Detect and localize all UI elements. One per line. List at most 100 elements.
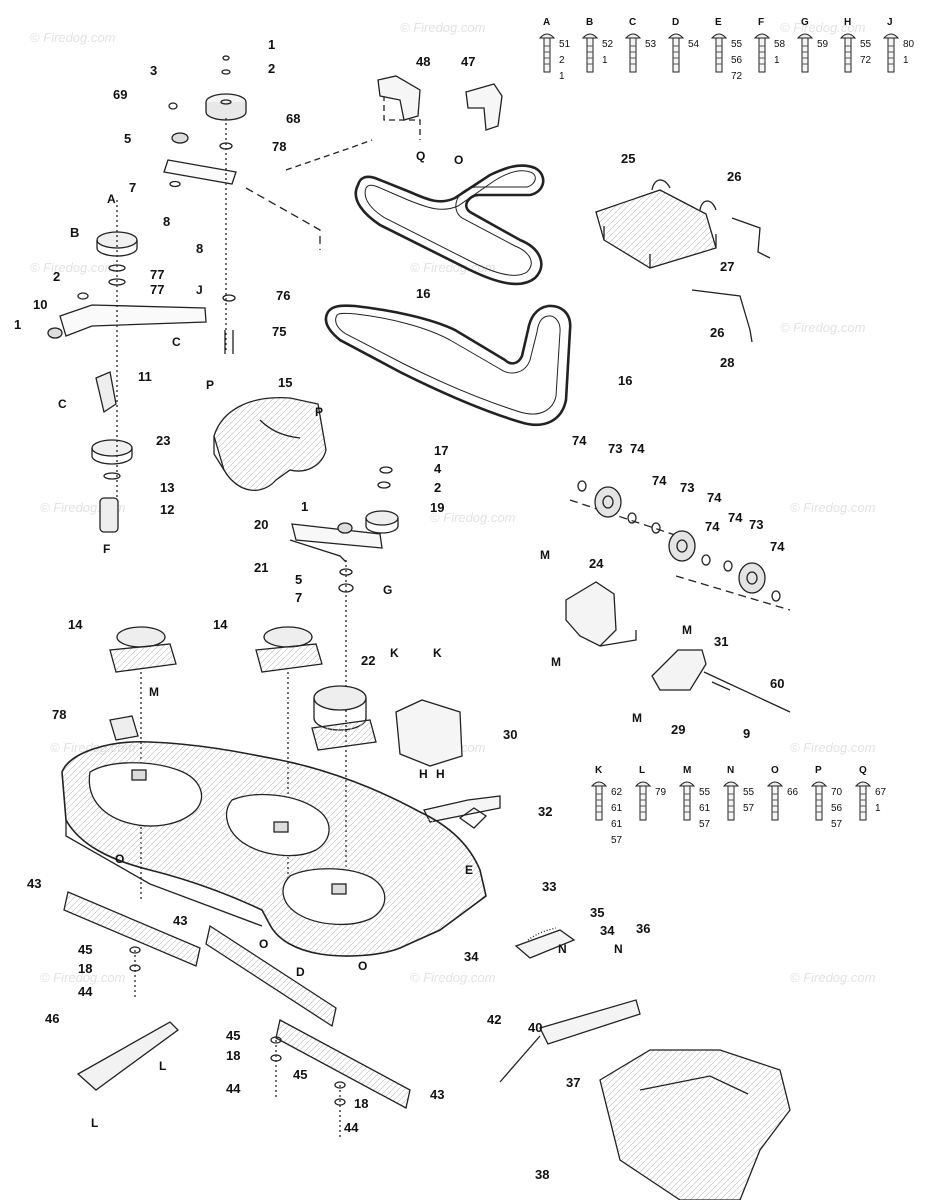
hardware-reference-letter: P — [206, 378, 215, 392]
part-number-callout: 22 — [361, 653, 376, 668]
hardware-reference-letter: N — [614, 942, 623, 956]
part-number-callout: 44 — [78, 984, 93, 999]
hardware-part-number: 59 — [817, 39, 829, 50]
mower-deck-33 — [61, 740, 487, 957]
bolt-icon — [753, 33, 771, 73]
part-number-callout: 45 — [293, 1067, 308, 1082]
part-number-callout: 37 — [566, 1075, 581, 1090]
hardware-letter: P — [815, 765, 822, 776]
part-number-callout: 2 — [268, 61, 276, 76]
watermark-text: © Firedog.com — [780, 320, 866, 335]
hardware-part-number: 1 — [602, 55, 608, 66]
hardware-part-number: 61 — [611, 819, 623, 830]
watermark-text: © Firedog.com — [40, 970, 126, 985]
hardware-reference-letter: A — [107, 192, 116, 206]
mounting-plate-25 — [595, 179, 771, 343]
hardware-letter: D — [672, 17, 680, 28]
part-number-callout: 34 — [600, 923, 615, 938]
part-number-callout: 33 — [542, 879, 557, 894]
hardware-letter: B — [586, 17, 594, 28]
hardware-reference-letter: J — [196, 283, 203, 297]
hardware-reference-letter: M — [540, 548, 550, 562]
part-number-callout: 36 — [636, 921, 651, 936]
hardware-part-number: 1 — [903, 55, 909, 66]
part-number-callout: 21 — [254, 560, 269, 575]
part-number-callout: 34 — [464, 949, 479, 964]
part-number-callout: 32 — [538, 804, 553, 819]
bolt-icon — [882, 33, 900, 73]
part-number-callout: 30 — [503, 727, 518, 742]
watermark-text: © Firedog.com — [430, 510, 516, 525]
hardware-part-number: 72 — [860, 55, 872, 66]
hardware-part-number: 56 — [831, 803, 843, 814]
hardware-reference-letter: E — [465, 863, 474, 877]
bolt-icon — [722, 781, 740, 821]
anti-scalp-wheels — [565, 480, 791, 713]
hardware-part-number: 57 — [611, 835, 623, 846]
watermark-text: © Firedog.com — [790, 740, 876, 755]
part-number-callout: 16 — [416, 286, 431, 301]
hardware-letter: Q — [859, 765, 867, 776]
hardware-reference-letter: H — [436, 767, 445, 781]
part-number-callout: 2 — [434, 480, 442, 495]
belt-lower — [324, 304, 572, 427]
part-number-callout: 78 — [52, 707, 67, 722]
watermark-text: © Firedog.com — [790, 970, 876, 985]
bolt-icon — [634, 781, 652, 821]
part-number-callout: 74 — [652, 473, 667, 488]
bolt-icon — [590, 781, 608, 821]
part-number-callout: 18 — [354, 1096, 369, 1111]
hardware-reference-letter: K — [390, 646, 399, 660]
hardware-reference-letter: L — [91, 1116, 99, 1130]
part-number-callout: 27 — [720, 259, 735, 274]
part-number-callout: 25 — [621, 151, 636, 166]
bracket-30 — [395, 699, 463, 767]
bolt-icon — [538, 33, 556, 73]
hardware-part-number: 52 — [602, 39, 614, 50]
part-78 — [109, 715, 139, 741]
hardware-letter: A — [543, 17, 551, 28]
part-number-callout: 42 — [487, 1012, 502, 1027]
hardware-reference-letter: P — [315, 405, 324, 419]
part-number-callout: 75 — [272, 324, 287, 339]
hardware-part-number: 67 — [875, 787, 887, 798]
part-number-callout: 38 — [535, 1167, 550, 1182]
part-number-callout: 69 — [113, 87, 128, 102]
part-number-callout: 28 — [720, 355, 735, 370]
part-number-callout: 48 — [416, 54, 431, 69]
hardware-part-number: 1 — [559, 71, 565, 82]
hardware-letter: F — [758, 17, 765, 28]
part-number-callout: 24 — [589, 556, 604, 571]
hardware-part-number: 51 — [559, 39, 571, 50]
hardware-reference-letter: G — [383, 583, 393, 597]
part-number-callout: 7 — [129, 180, 137, 195]
watermark-text: © Firedog.com — [400, 20, 486, 35]
part-number-callout: 18 — [226, 1048, 241, 1063]
bolt-icon — [678, 781, 696, 821]
hardware-part-number: 55 — [743, 787, 755, 798]
part-number-callout: 31 — [714, 634, 729, 649]
hardware-reference-letter: L — [159, 1059, 167, 1073]
part-number-callout: 76 — [276, 288, 291, 303]
bolt-icon — [839, 33, 857, 73]
part-number-callout: 15 — [278, 375, 293, 390]
bolt-icon — [710, 33, 728, 73]
part-number-callout: 14 — [68, 617, 83, 632]
hardware-letter: O — [771, 765, 779, 776]
hardware-reference-letter: O — [454, 153, 464, 167]
hardware-letter: H — [844, 17, 852, 28]
part-number-callout: 26 — [727, 169, 742, 184]
hardware-letter: E — [715, 17, 722, 28]
idler-pulley-assembly — [47, 55, 247, 533]
part-number-callout: 43 — [430, 1087, 445, 1102]
arm-46 — [76, 1021, 179, 1091]
part-number-callout: 74 — [728, 510, 743, 525]
hardware-part-number: 57 — [743, 803, 755, 814]
hardware-part-number: 61 — [699, 803, 711, 814]
watermark-text: © Firedog.com — [780, 20, 866, 35]
part-number-callout: 40 — [528, 1020, 543, 1035]
part-number-callout: 74 — [705, 519, 720, 534]
part-number-callout: 16 — [618, 373, 633, 388]
hardware-letter: G — [801, 17, 809, 28]
